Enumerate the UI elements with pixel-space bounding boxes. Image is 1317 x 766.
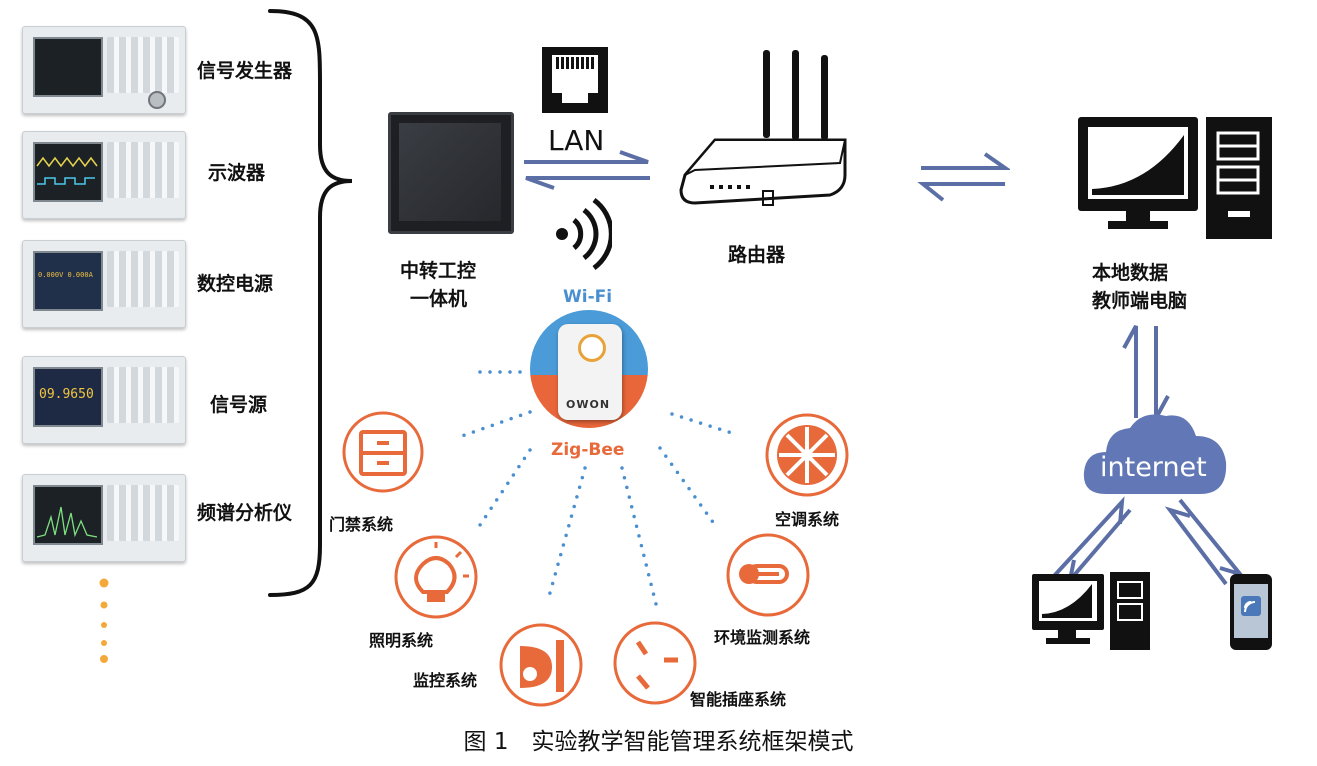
router-label: 路由器 bbox=[728, 244, 786, 266]
hub-device-body: OWON bbox=[558, 324, 622, 420]
exchange-arrows bbox=[524, 150, 650, 190]
label-power-supply: 数控电源 bbox=[197, 273, 274, 295]
instrument-keypad bbox=[107, 142, 179, 198]
local-pc-label-line1: 本地数据 bbox=[1092, 262, 1169, 284]
instrument-screen bbox=[33, 485, 103, 545]
air-conditioner-label: 空调系统 bbox=[775, 510, 840, 529]
surveillance-icon bbox=[499, 623, 583, 707]
wifi-label: Wi-Fi bbox=[563, 287, 613, 307]
lan-port-icon bbox=[542, 47, 608, 113]
hub-brand-text: OWON bbox=[566, 398, 611, 411]
label-spectrum-analyzer: 频谱分析仪 bbox=[197, 502, 293, 524]
spectrum-icon bbox=[36, 506, 98, 538]
hub-device-image: OWON bbox=[530, 310, 648, 428]
lighting-label: 照明系统 bbox=[369, 631, 434, 650]
internet-label: internet bbox=[1100, 452, 1207, 483]
air-conditioner-icon bbox=[765, 413, 849, 497]
door-access-label: 门禁系统 bbox=[329, 515, 394, 534]
lighting-icon bbox=[394, 535, 478, 619]
instrument-keypad bbox=[107, 37, 179, 93]
lan-label: LAN bbox=[548, 124, 605, 157]
router-icon bbox=[679, 50, 847, 206]
signal-generator-image bbox=[22, 26, 186, 114]
env-monitor-icon bbox=[726, 533, 810, 617]
ellipsis-dots bbox=[99, 578, 109, 663]
spectrum-analyzer-image bbox=[22, 474, 186, 562]
oscilloscope-image bbox=[22, 131, 186, 219]
zigbee-label: Zig-Bee bbox=[551, 440, 625, 460]
instrument-keypad bbox=[107, 367, 179, 423]
label-oscilloscope: 示波器 bbox=[208, 162, 266, 184]
power-supply-image: 0.000V 0.000A bbox=[22, 240, 186, 328]
instrument-screen bbox=[33, 142, 103, 202]
center-label-line2: 一体机 bbox=[410, 288, 468, 310]
waveform-icon bbox=[36, 156, 98, 185]
instrument-screen bbox=[33, 37, 103, 97]
figure-caption: 图 1 实验教学智能管理系统框架模式 bbox=[463, 729, 854, 755]
label-signal-source: 信号源 bbox=[210, 394, 268, 416]
cloud-icon bbox=[1083, 414, 1227, 494]
smartphone-icon bbox=[1230, 574, 1272, 650]
remote-pc-icon bbox=[1032, 572, 1150, 650]
surveillance-label: 监控系统 bbox=[413, 671, 478, 690]
instrument-screen-text: 0.000V 0.000A bbox=[38, 271, 93, 279]
wireless-signal-icon bbox=[556, 197, 612, 271]
local-pc-label-line2: 教师端电脑 bbox=[1092, 290, 1188, 312]
label-signal-generator: 信号发生器 bbox=[197, 60, 293, 82]
exchange-arrows-2 bbox=[917, 152, 1010, 202]
knob-icon bbox=[148, 91, 166, 109]
signal-source-image: 09.9650 bbox=[22, 356, 186, 444]
instrument-screen: 0.000V 0.000A bbox=[33, 251, 103, 311]
hub-button-icon bbox=[578, 334, 606, 362]
center-label-line1: 中转工控 bbox=[400, 260, 477, 282]
door-access-icon bbox=[342, 411, 424, 493]
env-monitor-label: 环境监测系统 bbox=[714, 628, 811, 647]
industrial-computer-image bbox=[388, 112, 514, 234]
computer-screen bbox=[399, 123, 501, 221]
smart-socket-label: 智能插座系统 bbox=[690, 690, 787, 709]
instrument-screen: 09.9650 bbox=[33, 367, 103, 427]
instrument-screen-text: 09.9650 bbox=[39, 387, 94, 402]
instrument-keypad bbox=[107, 485, 179, 541]
instrument-keypad bbox=[107, 251, 179, 307]
desktop-pc-icon bbox=[1078, 117, 1272, 239]
curly-brace bbox=[268, 9, 353, 597]
smart-socket-icon bbox=[613, 621, 697, 705]
